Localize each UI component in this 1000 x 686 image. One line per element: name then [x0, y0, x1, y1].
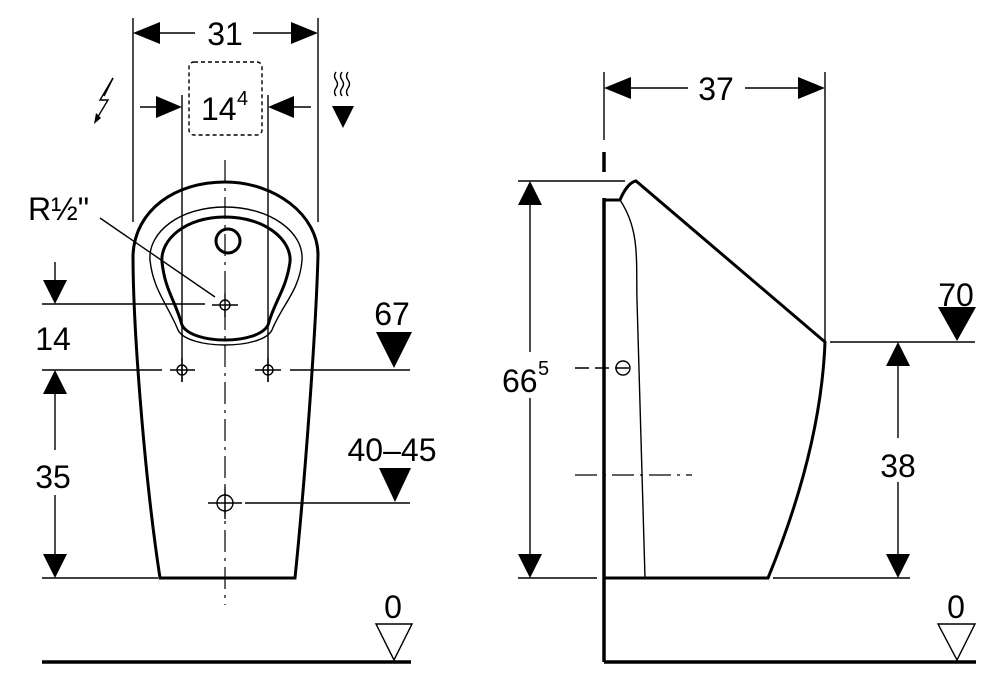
spacing-sup: 4	[237, 88, 248, 110]
outlet-level-label: 40–45	[348, 432, 437, 468]
bowl-outer	[149, 206, 303, 346]
urinal-side-outline	[604, 179, 827, 580]
urinal-front-outline	[131, 180, 320, 580]
rim-height-label: 38	[880, 448, 916, 484]
warm-air-icon	[332, 71, 354, 128]
inlet-hole	[214, 227, 242, 255]
thread-label: R½"	[28, 191, 89, 227]
connection-points	[170, 293, 281, 519]
side-height-label: 66	[502, 363, 538, 399]
offset-label: 14	[35, 321, 71, 357]
bowl-inner	[160, 215, 292, 342]
depth-label: 37	[698, 71, 734, 107]
spacing-label: 14	[201, 91, 237, 127]
side-floor-level-label: 0	[947, 589, 965, 625]
front-view: 31 14 4	[28, 16, 437, 664]
height-label: 35	[35, 459, 71, 495]
width-label: 31	[207, 16, 243, 52]
inlet-level-label: 67	[374, 296, 410, 332]
spacing-dimension: 14 4	[140, 61, 311, 382]
side-view: 37 66 5 70 38 0	[502, 71, 977, 664]
width-dimension: 31	[132, 16, 319, 222]
electric-supply-icon	[94, 77, 114, 124]
flush-control-box	[188, 61, 263, 136]
side-height-sup: 5	[538, 358, 549, 380]
thread-leader	[99, 217, 216, 298]
inner-wall-line	[619, 199, 646, 579]
floor-level-label: 0	[384, 589, 402, 625]
